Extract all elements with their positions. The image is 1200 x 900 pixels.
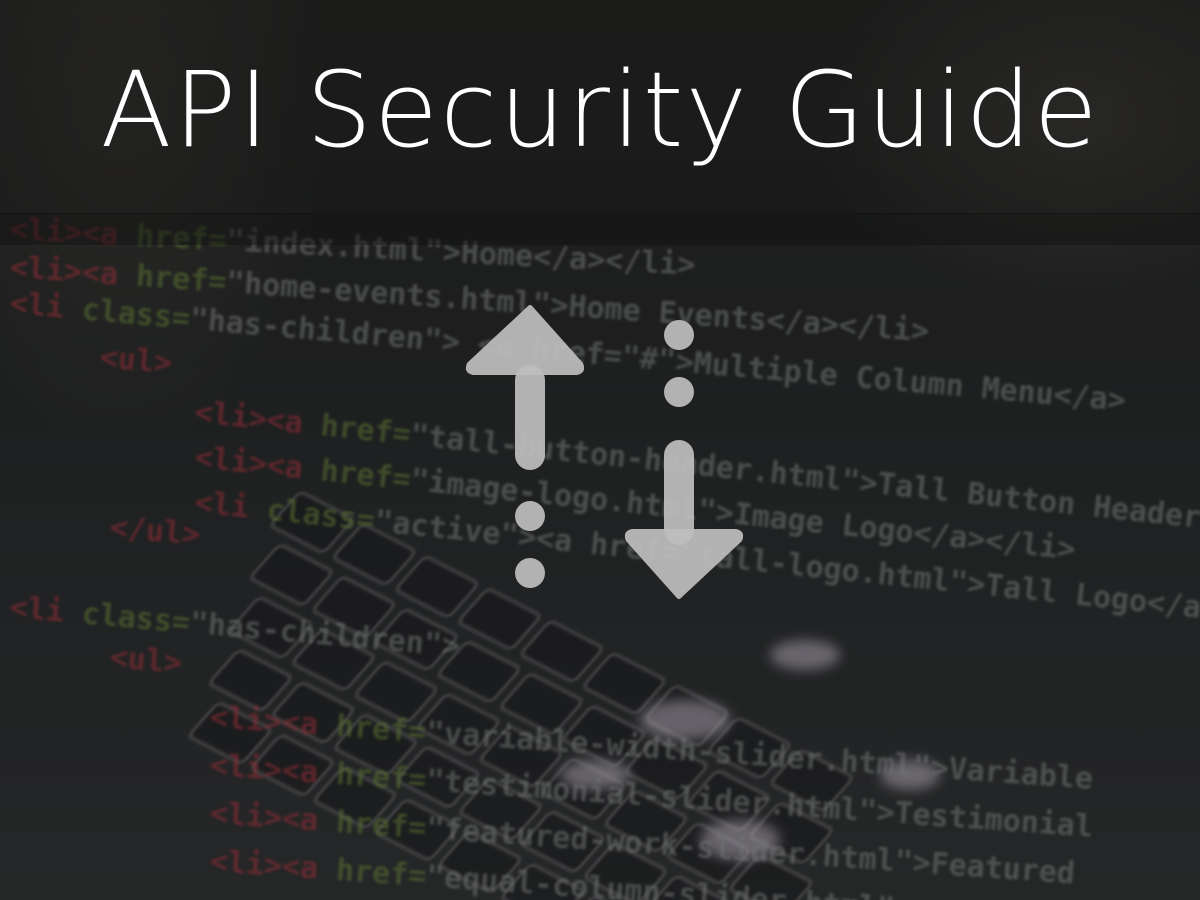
down-arrow-shaft [664, 440, 694, 545]
down-arrow-dot [664, 377, 694, 407]
down-arrow-head [624, 529, 744, 599]
up-arrow-head [465, 305, 585, 375]
title-band [0, 0, 1200, 215]
band-divider [0, 213, 1200, 245]
up-arrow-dot [515, 501, 545, 531]
up-down-transfer-arrows-icon [465, 305, 744, 599]
up-arrow-dot [515, 558, 545, 588]
page-title: API Security Guide [100, 49, 1100, 171]
up-arrow-shaft [515, 365, 545, 470]
down-arrow-dot [664, 320, 694, 350]
